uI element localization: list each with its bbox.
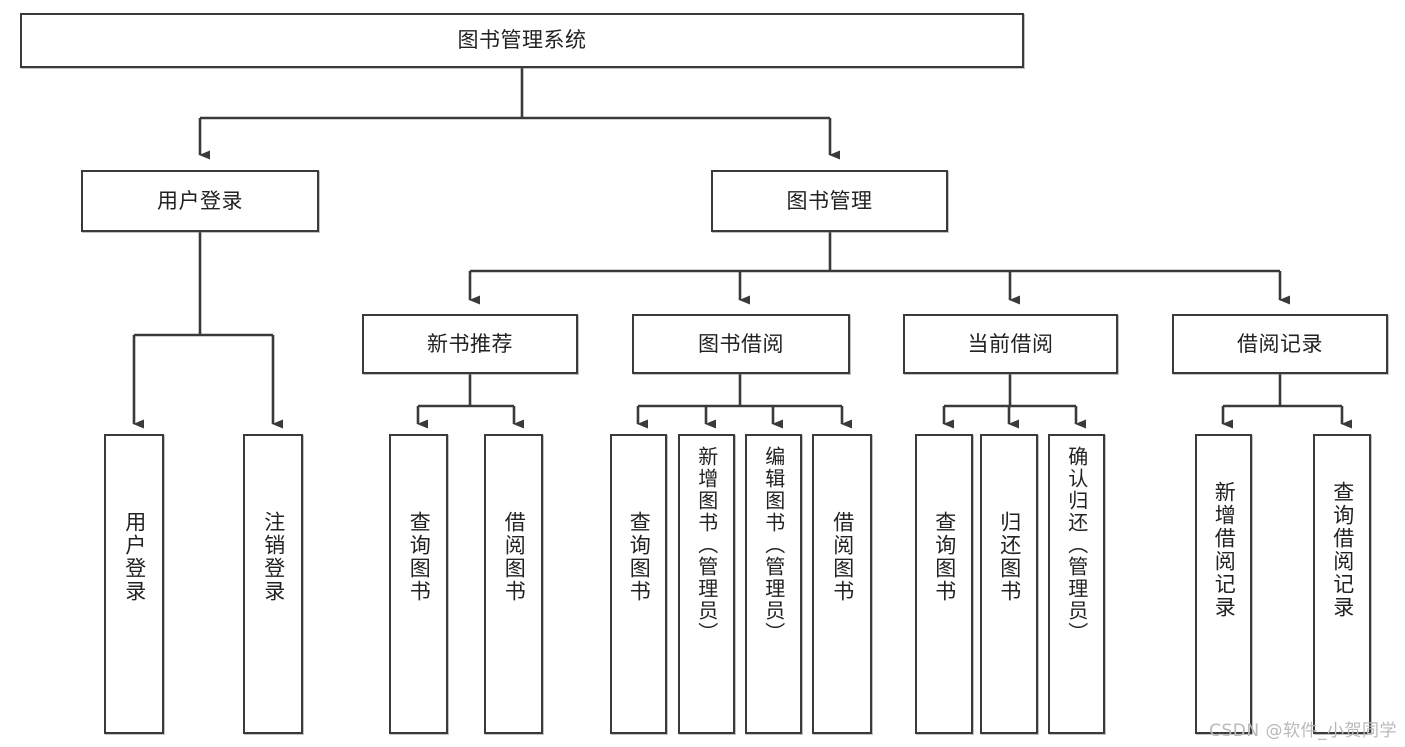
node-new-book-recommend[interactable]: 新书推荐 <box>362 314 578 374</box>
leaf-book-edit-admin[interactable]: 编辑图书（管理员） <box>745 434 802 734</box>
node-user-login[interactable]: 用户登录 <box>81 170 319 232</box>
leaf-current-return[interactable]: 归还图书 <box>980 434 1038 734</box>
leaf-record-query-label: 查询借阅记录 <box>1330 481 1355 619</box>
leaf-book-borrow-query-label: 查询图书 <box>627 511 652 603</box>
csdn-watermark: CSDN @软件_小贺同学 <box>1209 721 1397 741</box>
node-borrow-record-label: 借阅记录 <box>1237 331 1323 356</box>
node-borrow-record[interactable]: 借阅记录 <box>1172 314 1388 374</box>
leaf-new-book-borrow[interactable]: 借阅图书 <box>484 434 543 734</box>
leaf-record-add-label: 新增借阅记录 <box>1212 481 1237 619</box>
leaf-user-login-1[interactable]: 用户登录 <box>104 434 164 734</box>
leaf-record-add[interactable]: 新增借阅记录 <box>1195 434 1252 734</box>
leaf-book-borrow-action[interactable]: 借阅图书 <box>812 434 872 734</box>
leaf-book-add-admin[interactable]: 新增图书（管理员） <box>678 434 735 734</box>
node-root[interactable]: 图书管理系统 <box>20 13 1024 68</box>
leaf-book-borrow-query[interactable]: 查询图书 <box>610 434 667 734</box>
leaf-book-add-admin-label: 新增图书（管理员） <box>694 446 719 644</box>
node-current-borrow[interactable]: 当前借阅 <box>903 314 1118 374</box>
node-book-manage[interactable]: 图书管理 <box>711 170 948 232</box>
leaf-current-return-label: 归还图书 <box>997 511 1022 603</box>
node-new-book-recommend-label: 新书推荐 <box>427 331 513 356</box>
node-book-borrow[interactable]: 图书借阅 <box>632 314 850 374</box>
node-current-borrow-label: 当前借阅 <box>967 331 1054 356</box>
leaf-record-query[interactable]: 查询借阅记录 <box>1313 434 1371 734</box>
leaf-book-borrow-action-label: 借阅图书 <box>830 511 855 603</box>
leaf-book-edit-admin-label: 编辑图书（管理员） <box>761 446 786 644</box>
leaf-user-logout[interactable]: 注销登录 <box>243 434 303 734</box>
node-user-login-label: 用户登录 <box>157 188 243 213</box>
node-book-manage-label: 图书管理 <box>786 188 873 213</box>
node-book-borrow-label: 图书借阅 <box>698 331 784 356</box>
leaf-user-logout-label: 注销登录 <box>261 511 286 603</box>
leaf-current-query[interactable]: 查询图书 <box>915 434 973 734</box>
leaf-current-query-label: 查询图书 <box>932 511 957 603</box>
leaf-new-book-query-label: 查询图书 <box>407 511 432 603</box>
leaf-user-login-1-label: 用户登录 <box>122 511 147 603</box>
leaf-new-book-query[interactable]: 查询图书 <box>389 434 448 734</box>
leaf-confirm-return-admin-label: 确认归还（管理员） <box>1064 446 1089 644</box>
leaf-new-book-borrow-label: 借阅图书 <box>502 511 527 603</box>
node-root-label: 图书管理系统 <box>457 28 587 53</box>
leaf-confirm-return-admin[interactable]: 确认归还（管理员） <box>1048 434 1105 734</box>
